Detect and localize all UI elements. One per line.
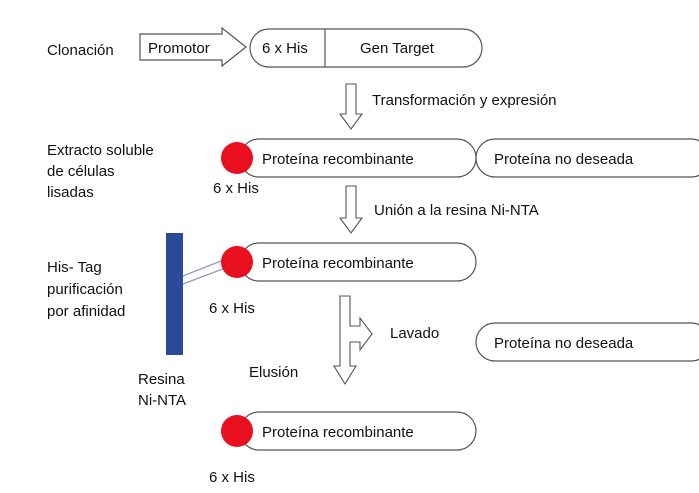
label-his-tag-construct: 6 x His <box>262 40 308 57</box>
label-proteina-no-deseada-1: Proteína no deseada <box>494 151 634 168</box>
label-proteina-no-deseada-2: Proteína no deseada <box>494 335 634 352</box>
label-purif-1: His- Tag <box>47 259 102 276</box>
his-tag-bead-3 <box>221 415 253 447</box>
branch-arrow-lavado-elusion <box>333 295 373 386</box>
label-his-tag-3: 6 x His <box>209 469 255 486</box>
label-union: Unión a la resina Ni-NTA <box>374 202 539 219</box>
promotor-arrow <box>139 26 247 68</box>
label-purif-3: por afinidad <box>47 303 125 320</box>
label-extracto-3: lisadas <box>47 184 94 201</box>
label-proteina-recombinante-1: Proteína recombinante <box>262 151 414 168</box>
label-elusion: Elusión <box>249 364 298 381</box>
label-gen-target: Gen Target <box>360 40 435 57</box>
his-tag-bead-1 <box>221 142 253 174</box>
label-extracto-2: de células <box>47 163 115 180</box>
down-arrow-2 <box>338 185 364 234</box>
label-extracto-1: Extracto soluble <box>47 142 154 159</box>
label-his-tag-1: 6 x His <box>213 180 259 197</box>
label-clonacion: Clonación <box>47 42 114 59</box>
plasmid-construct <box>249 28 483 68</box>
label-transformacion: Transformación y expresión <box>372 92 557 109</box>
label-purif-2: purificación <box>47 281 123 298</box>
label-proteina-recombinante-2: Proteína recombinante <box>262 255 414 272</box>
label-lavado: Lavado <box>390 325 439 342</box>
ni-nta-resin-column <box>166 233 183 355</box>
down-arrow-1 <box>338 83 364 130</box>
label-resina-1: Resina <box>138 371 185 388</box>
label-resina-2: Ni-NTA <box>138 392 186 409</box>
resin-link-2 <box>182 266 229 285</box>
label-proteina-recombinante-3: Proteína recombinante <box>262 424 414 441</box>
label-promotor: Promotor <box>148 40 210 57</box>
unwanted-protein-2 <box>475 322 699 362</box>
label-his-tag-2: 6 x His <box>209 300 255 317</box>
unwanted-protein-1 <box>475 138 699 178</box>
resin-link-1 <box>182 258 227 277</box>
his-tag-bead-2 <box>221 246 253 278</box>
